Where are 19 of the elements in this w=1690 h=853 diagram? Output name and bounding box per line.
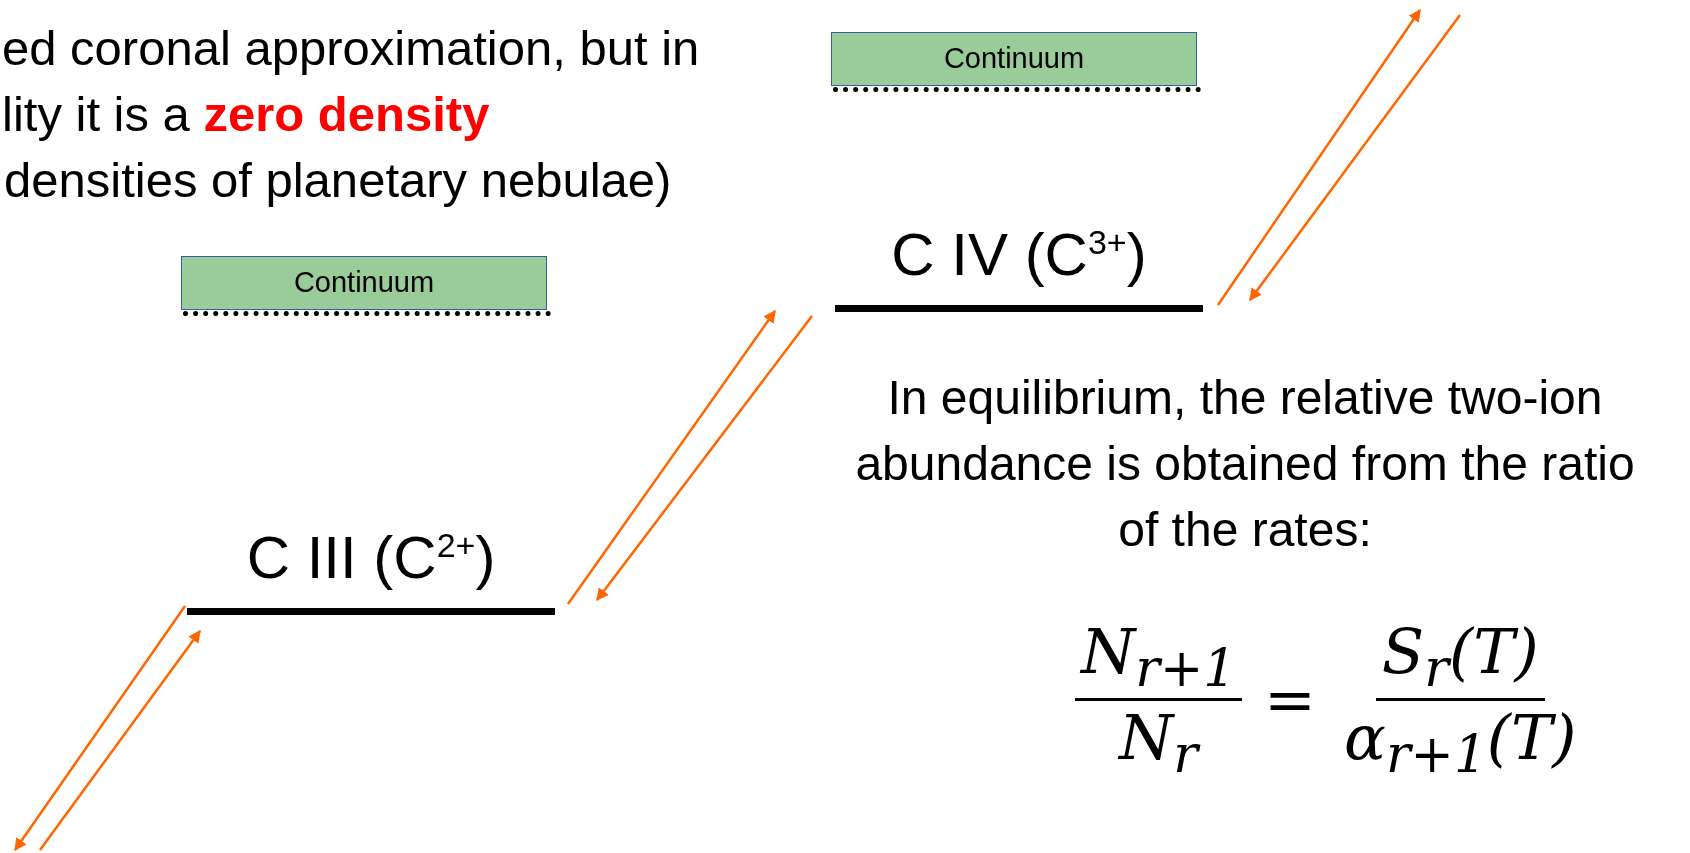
text-line: lity it is a zero density (2, 86, 490, 143)
arrow (566, 310, 777, 605)
ion-label: C III (C$^{2+}$) (245, 523, 497, 593)
text-line: ed coronal approximation, but in (2, 20, 700, 77)
continuum-label: Continuum (831, 32, 1197, 86)
equals-sign: = (1264, 663, 1317, 737)
formula-term: α$_{r+1}$(T) (1343, 701, 1578, 785)
arrow (13, 605, 187, 852)
arrow (1216, 8, 1422, 306)
formula-term: N$_{r+1}$ (1075, 615, 1243, 702)
text-line: densities of planetary nebulae) (4, 152, 672, 209)
arrow (1249, 14, 1461, 301)
arrow (39, 630, 201, 851)
ion-label: C IV (C$^{3+}$) (890, 220, 1148, 290)
formula-term: S$_{r}$(T) (1375, 615, 1545, 702)
paragraph: In equilibrium, the relative two-ion abundance is obtained from the ratio of the rates: (854, 370, 1636, 558)
formula-term: N$_{r}$ (1113, 701, 1204, 785)
arrow (596, 315, 813, 601)
continuum-label: Continuum (181, 256, 547, 310)
